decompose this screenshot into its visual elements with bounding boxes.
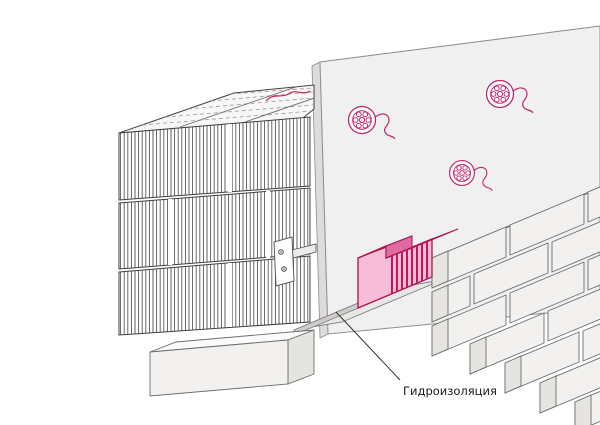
brick-face [509,261,585,324]
waterproofing-label: Гидроизоляция [403,384,497,398]
loose-brick [149,329,315,397]
block-course [118,255,311,336]
brick-end [539,375,557,414]
brick-end [504,355,522,394]
brick-course [539,357,600,425]
brick-end [574,394,592,425]
brick-course [431,221,600,323]
brick-end [431,250,449,289]
screw-dot [283,268,285,270]
brick-face [547,288,600,342]
block-top-core-rows [141,87,314,126]
anchor-wire [265,90,311,102]
brick-end [469,336,487,375]
brick-course [504,323,600,394]
brick-face [509,193,585,256]
hollow-block-wall [118,84,315,336]
brick-face [582,323,600,362]
brick-face [587,254,600,291]
block-course [118,116,311,201]
wall-tie-plate [273,236,295,287]
block-top-joints [179,85,314,128]
brick-end [431,318,449,357]
brick-course [431,254,600,357]
brick-face [473,242,549,305]
brick-face [149,339,289,397]
brick-end [287,329,315,385]
wall-tie-bracket [273,236,317,287]
leader-line [335,311,401,381]
brick-face [551,221,600,273]
screw-dot [280,251,282,253]
corner-profile [357,228,459,309]
corner-profile-ribs [391,241,428,294]
brick-course-top [431,186,600,289]
block-vertical-joints [168,124,270,327]
brick-face [587,186,600,223]
brick-end [431,284,449,323]
brick-veneer-wall [431,186,600,425]
brick-course [469,288,600,375]
